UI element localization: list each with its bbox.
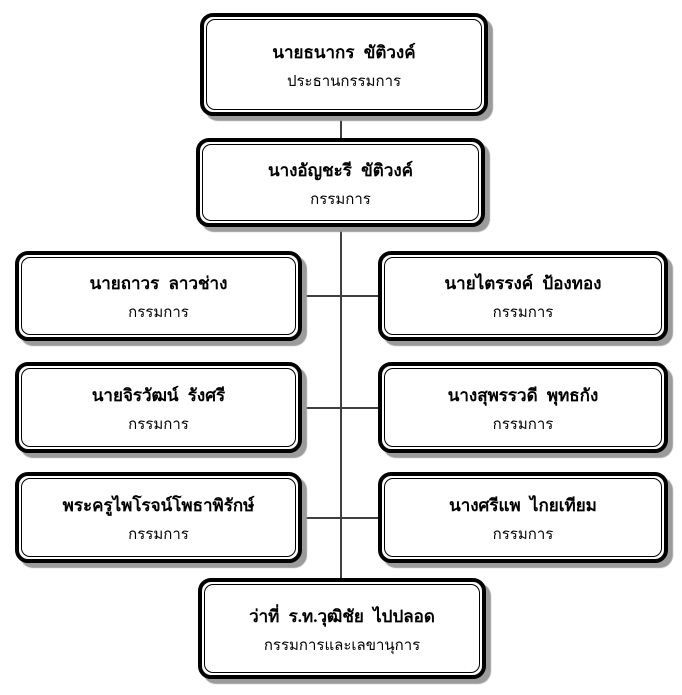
org-node-member-5: พระครูไพโรจน์โพธาพิรักษ์ กรรมการ [15,472,302,563]
connector-chairman-to-deputy [340,116,342,139]
person-name: ว่าที่ ร.ท.วุฒิชัย ไปปลอด [249,606,435,626]
person-role: กรรมการ [128,526,189,543]
connector-central-vertical [340,227,342,579]
org-node-secretary-inner: ว่าที่ ร.ท.วุฒิชัย ไปปลอด กรรมการและเลขา… [204,584,480,673]
person-role: กรรมการ [128,416,189,433]
person-role: กรรมการและเลขานุการ [263,637,421,654]
org-node-member-2: นายไตรรงค์ ป้องทอง กรรมการ [378,251,668,341]
person-role: กรรมการ [492,305,554,321]
org-node-deputy-inner: นางอัญชะรี ขัติวงค์ กรรมการ [202,144,479,221]
org-node-member-3: นายจิรวัฒน์ รังศรี กรรมการ [15,362,302,453]
org-node-member-1: นายถาวร ลาวช่าง กรรมการ [15,251,302,341]
org-node-member-6-inner: นางศรีแพ ไกยเทียม กรรมการ [384,478,662,557]
connector-row2-horizontal [302,407,379,409]
person-name: พระครูไพโรจน์โพธาพิรักษ์ [62,495,255,515]
org-node-member-6: นางศรีแพ ไกยเทียม กรรมการ [378,472,668,563]
org-node-deputy: นางอัญชะรี ขัติวงค์ กรรมการ [196,138,485,227]
person-role: กรรมการ [128,305,189,321]
org-node-member-1-inner: นายถาวร ลาวช่าง กรรมการ [21,257,296,335]
person-role: กรรมการ [310,191,371,208]
person-name: นายไตรรงค์ ป้องทอง [444,274,602,293]
person-name: นายจิรวัฒน์ รังศรี [91,385,226,405]
connector-row1-horizontal [302,295,379,297]
person-name: นายถาวร ลาวช่าง [89,274,228,293]
org-node-secretary: ว่าที่ ร.ท.วุฒิชัย ไปปลอด กรรมการและเลขา… [198,578,486,679]
person-name: นางสุพรรวดี พุทธกัง [447,385,599,405]
org-node-member-5-inner: พระครูไพโรจน์โพธาพิรักษ์ กรรมการ [21,478,296,557]
org-node-chairman-inner: นายธนากร ขัติวงค์ ประธานกรรมการ [206,19,482,110]
org-node-member-2-inner: นายไตรรงค์ ป้องทอง กรรมการ [384,257,662,335]
person-name: นายธนากร ขัติวงค์ [272,42,416,62]
org-node-chairman: นายธนากร ขัติวงค์ ประธานกรรมการ [200,13,488,116]
person-role: ประธานกรรมการ [286,73,402,90]
person-name: นางอัญชะรี ขัติวงค์ [267,160,414,180]
connector-row3-horizontal [302,517,379,519]
org-node-member-4-inner: นางสุพรรวดี พุทธกัง กรรมการ [384,368,662,447]
org-node-member-3-inner: นายจิรวัฒน์ รังศรี กรรมการ [21,368,296,447]
person-name: นางศรีแพ ไกยเทียม [449,495,597,515]
org-node-member-4: นางสุพรรวดี พุทธกัง กรรมการ [378,362,668,453]
person-role: กรรมการ [492,416,554,433]
person-role: กรรมการ [492,526,554,543]
